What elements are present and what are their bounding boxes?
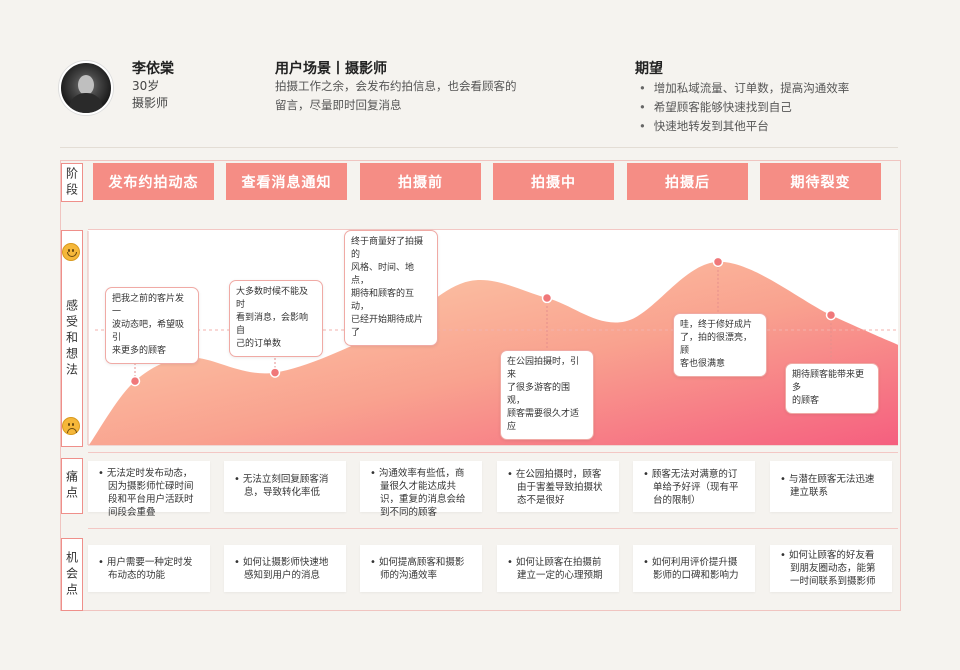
journey-map-frame xyxy=(60,160,901,611)
row-label-opportunity: 机会点 xyxy=(61,538,83,611)
stage-publish: 发布约拍动态 xyxy=(93,163,214,200)
pain-point-card: •在公园拍摄时，顾客 由于害羞导致拍摄状 态不是很好 xyxy=(497,461,619,512)
stage-before-shoot: 拍摄前 xyxy=(360,163,481,200)
header-divider xyxy=(60,147,898,148)
expectations-list: 增加私域流量、订单数，提高沟通效率 希望顾客能够快速找到自己 快速地转发到其他平… xyxy=(637,79,850,136)
feeling-note: 大多数时候不能及时看到消息，会影响自己的订单数 xyxy=(229,280,323,357)
opportunity-card: •如何让摄影师快速地 感知到用户的消息 xyxy=(224,545,346,592)
row-divider xyxy=(88,528,898,529)
stage-after-shoot: 拍摄后 xyxy=(627,163,748,200)
expectations-title: 期望 xyxy=(635,61,663,77)
pain-point-card: •沟通效率有些低，商 量很久才能达成共 识，重复的消息会给 到不同的顾客 xyxy=(360,461,482,518)
pain-point-card: •顾客无法对满意的订 单给予好评（现有平 台的限制） xyxy=(633,461,755,512)
opportunity-card: •如何提高顾客和摄影 师的沟通效率 xyxy=(360,545,482,592)
feeling-note: 哇，终于修好成片了，拍的很漂亮，顾客也很满意 xyxy=(673,313,767,377)
feeling-note: 在公园拍摄时，引来了很多游客的围观，顾客需要很久才适应 xyxy=(500,350,594,440)
persona-age: 30岁 xyxy=(132,79,160,93)
pain-point-card: •无法立刻回复顾客消 息，导致转化率低 xyxy=(224,461,346,512)
row-divider xyxy=(88,452,898,453)
stage-check-messages: 查看消息通知 xyxy=(226,163,347,200)
expectation-item: 快速地转发到其他平台 xyxy=(637,117,849,136)
feeling-note: 把我之前的客片发一波动态吧，希望吸引来更多的顾客 xyxy=(105,287,199,364)
row-divider xyxy=(88,229,898,230)
person-avatar-icon xyxy=(59,61,113,115)
row-label-feeling: 感受和想法 xyxy=(61,230,83,447)
scenario-line: 拍摄工作之余，会发布约拍信息，也会看顾客的 xyxy=(275,79,517,93)
pain-point-card: •无法定时发布动态， 因为摄影师忙碌时间 段和平台用户活跃时 间段会重叠 xyxy=(88,461,210,518)
scenario-line: 留言，尽量即时回复消息 xyxy=(275,98,402,112)
feeling-note: 终于商量好了拍摄的风格、时间、地点，期待和顾客的互动，已经开始期待成片了 xyxy=(344,230,438,346)
persona-name: 李依棠 xyxy=(132,61,174,77)
row-label-pain: 痛点 xyxy=(61,458,83,514)
opportunity-card: •如何让顾客的好友看 到朋友圈动态，能第 一时间联系到摄影师 xyxy=(770,545,892,592)
persona-job: 摄影师 xyxy=(132,96,169,110)
feeling-note: 期待顾客能带来更多的顾客 xyxy=(785,363,879,414)
sad-face-icon xyxy=(62,417,80,435)
expectation-item: 希望顾客能够快速找到自己 xyxy=(637,98,849,117)
pain-point-card: •与潜在顾客无法迅速 建立联系 xyxy=(770,461,892,512)
opportunity-card: •如何让顾客在拍摄前 建立一定的心理预期 xyxy=(497,545,619,592)
happy-face-icon xyxy=(62,243,80,261)
opportunity-card: •如何利用评价提升摄 影师的口碑和影响力 xyxy=(633,545,755,592)
scenario-text: 拍摄工作之余，会发布约拍信息，也会看顾客的 留言，尽量即时回复消息 xyxy=(275,77,517,115)
scenario-title: 用户场景丨摄影师 xyxy=(275,61,387,77)
row-label-stage: 阶段 xyxy=(61,163,83,202)
stage-during-shoot: 拍摄中 xyxy=(493,163,614,200)
opportunity-card: •用户需要一种定时发 布动态的功能 xyxy=(88,545,210,592)
stage-expect-fission: 期待裂变 xyxy=(760,163,881,200)
expectation-item: 增加私域流量、订单数，提高沟通效率 xyxy=(637,79,850,98)
